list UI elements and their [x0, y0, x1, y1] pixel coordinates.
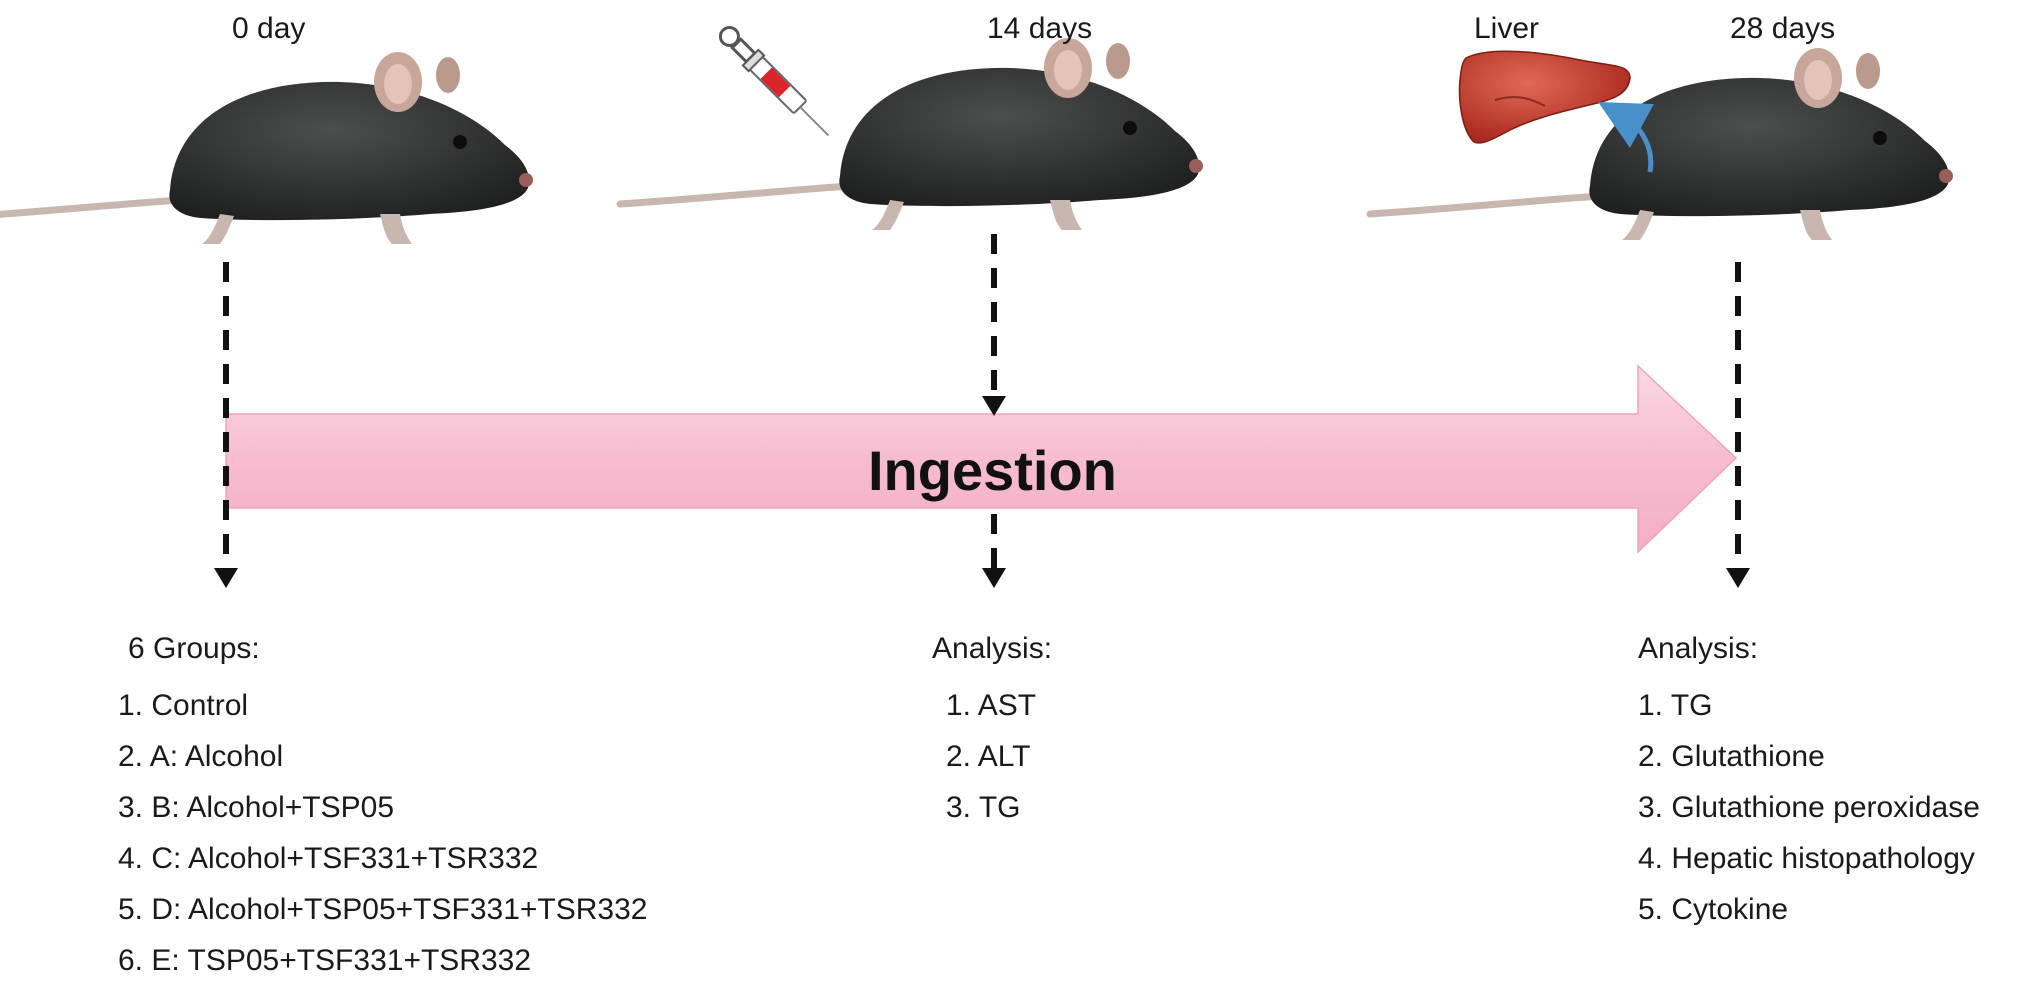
list-item: 1. Control [118, 689, 249, 722]
list-item: 6. E: TSP05+TSF331+TSR332 [118, 944, 532, 977]
groups-list: 6 Groups: 1. Control 2. A: Alcohol 3. B:… [118, 632, 647, 986]
mouse-day-28 [1370, 48, 1953, 240]
ingestion-arrow [225, 364, 1738, 554]
list-item: 2. ALT [946, 740, 1031, 773]
arrowhead-day-28 [1726, 568, 1750, 588]
analysis-28-list: Analysis: 1. TG 2. Glutathione 3. Glutat… [1638, 632, 1980, 935]
arrowhead-day-0 [214, 568, 238, 588]
liver-label: Liver [1474, 12, 1540, 45]
list-item: 3. TG [946, 791, 1021, 824]
list-item: 3. B: Alcohol+TSP05 [118, 791, 395, 824]
curved-arrow-icon [1598, 102, 1654, 173]
ingestion-label: Ingestion [868, 439, 1117, 502]
groups-title: 6 Groups: [128, 632, 260, 665]
liver-icon [1458, 50, 1631, 144]
analysis-14-list: Analysis: 1. AST 2. ALT 3. TG [932, 632, 1052, 833]
list-item: 4. Hepatic histopathology [1638, 842, 1975, 875]
list-item: 4. C: Alcohol+TSF331+TSR332 [118, 842, 539, 875]
arrowhead-day-14-bottom [982, 568, 1006, 588]
mouse-day-14 [620, 38, 1203, 230]
list-item: 5. Cytokine [1638, 893, 1789, 926]
list-item: 1. AST [946, 689, 1037, 722]
mouse-day-0 [0, 52, 533, 244]
analysis-28-title: Analysis: [1638, 632, 1759, 665]
syringe-icon [718, 25, 830, 137]
list-item: 2. Glutathione [1638, 740, 1825, 773]
list-item: 2. A: Alcohol [118, 740, 284, 773]
arrowhead-day-14-top [982, 396, 1006, 416]
analysis-14-title: Analysis: [932, 632, 1053, 665]
list-item: 3. Glutathione peroxidase [1638, 791, 1980, 824]
timepoint-label-14: 14 days [987, 12, 1093, 45]
timepoint-label-0: 0 day [232, 12, 306, 45]
list-item: 5. D: Alcohol+TSP05+TSF331+TSR332 [118, 893, 648, 926]
timepoint-label-28: 28 days [1730, 12, 1836, 45]
list-item: 1. TG [1638, 689, 1713, 722]
